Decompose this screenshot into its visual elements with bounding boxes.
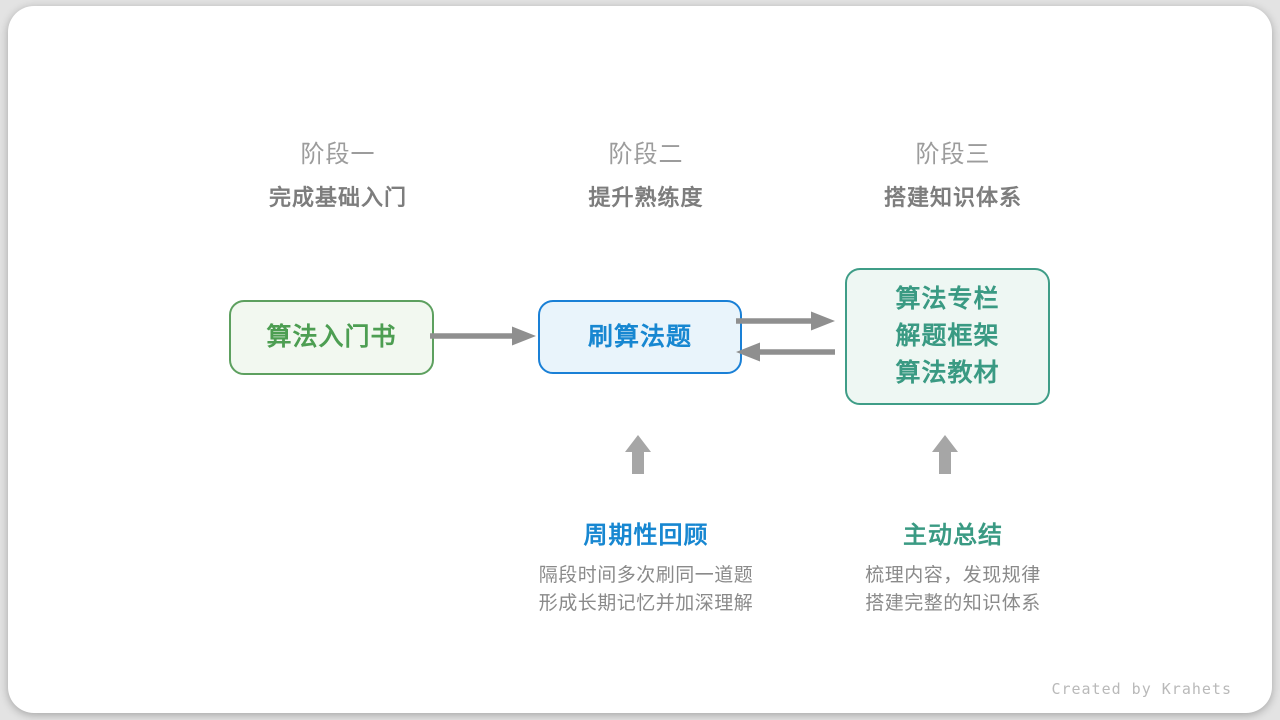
annotation-title-active-summary: 主动总结	[903, 522, 1003, 549]
node-line: 算法入门书	[266, 323, 397, 351]
desc-line: 梳理内容，发现规律	[865, 565, 1041, 586]
stage-3-subtitle: 搭建知识体系	[883, 185, 1023, 210]
annotation-desc-periodic-review: 隔段时间多次刷同一道题 形成长期记忆并加深理解	[539, 562, 754, 618]
desc-line: 隔段时间多次刷同一道题	[538, 565, 754, 586]
node-line: 算法专栏	[895, 285, 1000, 313]
credit-text: Created by Krahets	[1051, 680, 1232, 698]
stage-2-subtitle: 提升熟练度	[588, 185, 704, 210]
node-knowledge-resources: 算法专栏 解题框架 算法教材	[845, 268, 1050, 405]
stage-1-label: 阶段一	[300, 141, 376, 168]
node-line: 算法教材	[895, 359, 1000, 387]
stage-3-label: 阶段三	[915, 141, 991, 168]
node-line: 刷算法题	[587, 322, 692, 351]
node-practice-problems: 刷算法题	[538, 300, 742, 374]
desc-line: 搭建完整的知识体系	[865, 593, 1041, 614]
diagram-card: 阶段一 完成基础入门 阶段二 提升熟练度 阶段三 搭建知识体系 算法入门书 刷算…	[8, 6, 1272, 713]
desc-line: 形成长期记忆并加深理解	[538, 593, 754, 614]
stage-2-label: 阶段二	[608, 141, 684, 168]
annotation-desc-active-summary: 梳理内容，发现规律 搭建完整的知识体系	[865, 562, 1041, 618]
node-line: 解题框架	[895, 322, 1000, 350]
annotation-title-periodic-review: 周期性回顾	[583, 522, 709, 549]
stage-1-subtitle: 完成基础入门	[268, 185, 408, 210]
node-algorithm-intro-book: 算法入门书	[229, 300, 434, 375]
